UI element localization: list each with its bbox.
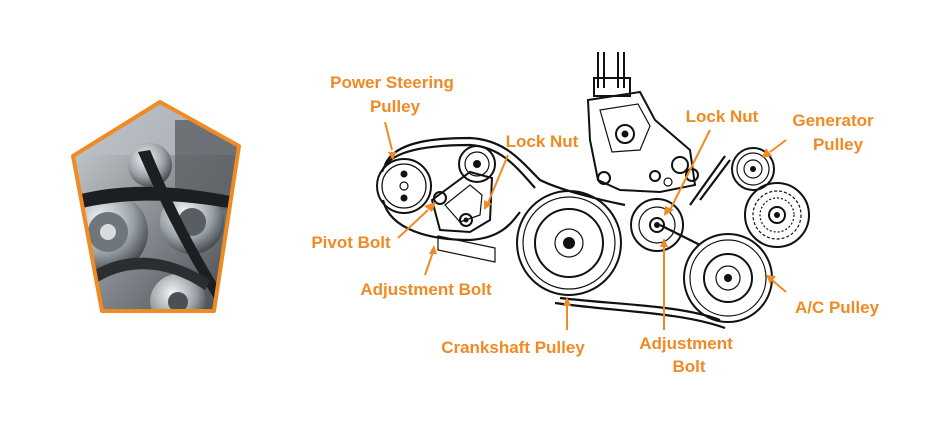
power-steering-pulley: [376, 158, 432, 214]
idler-pulley-top: [458, 145, 496, 183]
serpentine-belt: [380, 136, 731, 330]
pivot-bolt-label: Pivot Bolt: [311, 233, 391, 252]
tensioner-bracket-left: [430, 170, 496, 263]
generator-pulley: [731, 147, 775, 191]
ac-pulley-label: A/C Pulley: [795, 298, 880, 317]
photo-frame: [71, 100, 241, 313]
crankshaft-pulley-label: Crankshaft Pulley: [441, 338, 585, 357]
generator-pulley-label-line1: Generator: [792, 111, 874, 130]
pointer-arrows: [384, 121, 787, 330]
ac-pulley: [683, 233, 773, 323]
generator-pulley-label-line2: Pulley: [813, 135, 864, 154]
upper-mount-bracket: [586, 52, 699, 194]
adjustment-bolt-right-label-line1: Adjustment: [639, 334, 733, 353]
lock-nut-right-label: Lock Nut: [686, 107, 759, 126]
lock-nut-left-label: Lock Nut: [506, 132, 579, 151]
idler-pulley-right: [744, 182, 810, 248]
power-steering-pulley-label-line2: Pulley: [370, 97, 421, 116]
adjustment-bolt-left-label: Adjustment Bolt: [360, 280, 492, 299]
labels: Power Steering Pulley Lock Nut Lock Nut …: [311, 73, 879, 376]
crankshaft-pulley: [516, 190, 622, 296]
tensioner-pulley: [630, 198, 684, 252]
engine-photo: [71, 100, 241, 313]
power-steering-pulley-label-line1: Power Steering: [330, 73, 454, 92]
adjustment-bolt-right-label-line2: Bolt: [672, 357, 705, 376]
